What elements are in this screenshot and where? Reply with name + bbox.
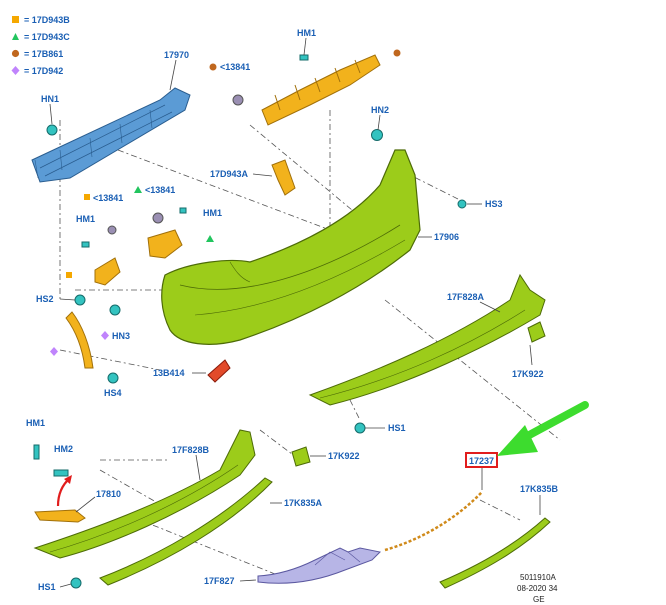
- marker-triangle-icon: [206, 235, 214, 242]
- fastener-hm1-low-icon: [33, 444, 40, 460]
- fastener-hn1-icon: [46, 124, 58, 136]
- marker-diamond-icon: [50, 347, 58, 356]
- label-hm1-low: HM1: [26, 418, 45, 428]
- label-17k835a: 17K835A: [284, 498, 323, 508]
- label-17f828b: 17F828B: [172, 445, 210, 455]
- part-labels: HM1 HN1 17970 <13841 HN2 HS3 17D943A <13…: [26, 28, 559, 592]
- left-bracket-lower[interactable]: [94, 257, 121, 286]
- lower-cover-17f827[interactable]: [257, 547, 382, 584]
- legend-item-4: = 17D942: [24, 66, 63, 76]
- fastener-hs4-icon: [107, 372, 119, 384]
- legend-item-2: = 17D943C: [24, 32, 70, 42]
- part-17810[interactable]: [34, 509, 86, 523]
- nut-13841-left-icon: [107, 225, 117, 235]
- highlight-box: [465, 452, 498, 468]
- marker-circle-icon: [209, 63, 217, 71]
- fastener-hn2-icon: [371, 129, 383, 141]
- highlight-17237[interactable]: 17237: [465, 452, 498, 468]
- fastener-hm1-top-icon: [299, 54, 309, 61]
- red-reflector[interactable]: [207, 359, 231, 383]
- legend-circle-icon: [11, 49, 20, 58]
- label-13841-top: <13841: [220, 62, 250, 72]
- footer-date: 08-2020 34: [517, 584, 558, 593]
- green-arrow-icon: [497, 401, 589, 456]
- label-17f827: 17F827: [204, 576, 235, 586]
- label-hm2: HM2: [54, 444, 73, 454]
- trim-strip-17237[interactable]: [384, 491, 483, 552]
- marker-diamond-icon: [101, 331, 109, 340]
- fastener-hs2-icon: [74, 294, 86, 306]
- diagram-markers: [50, 49, 401, 356]
- assembly-lines: [59, 110, 561, 581]
- diffuser-17f828a[interactable]: [308, 273, 546, 406]
- label-hs3: HS3: [485, 199, 503, 209]
- left-bracket-upper[interactable]: [147, 229, 183, 259]
- nut-13841-top-icon: [232, 94, 244, 106]
- label-17f828a: 17F828A: [447, 292, 485, 302]
- fastener-hs1-mid-icon: [354, 422, 366, 434]
- legend-item-3: = 17B861: [24, 49, 63, 59]
- marker-square-icon: [84, 194, 90, 200]
- clip-17k922-right[interactable]: [527, 321, 546, 343]
- marker-circle-icon: [393, 49, 401, 57]
- label-13b414: 13B414: [153, 368, 185, 378]
- legend-square-icon: [12, 16, 19, 23]
- strip-17k835b[interactable]: [439, 517, 551, 589]
- marker-square-icon: [66, 272, 72, 278]
- fastener-hm1-left-icon: [81, 241, 90, 248]
- leader-lines: [49, 37, 541, 588]
- label-17237: 17237: [469, 456, 494, 466]
- side-bracket-17d943a[interactable]: [271, 159, 296, 196]
- footer-region: GE: [533, 595, 545, 604]
- fastener-hn3-icon: [109, 304, 121, 316]
- label-17970: 17970: [164, 50, 189, 60]
- upper-bracket[interactable]: [261, 54, 381, 126]
- label-hs1-low: HS1: [38, 582, 56, 592]
- nut-13841-mid-icon: [152, 212, 164, 224]
- footer-code: 5011910A: [520, 573, 557, 582]
- label-hn3: HN3: [112, 331, 130, 341]
- label-13841-square: <13841: [93, 193, 123, 203]
- fastener-hm2-icon: [53, 469, 69, 477]
- label-17k922-mid: 17K922: [328, 451, 360, 461]
- label-hm1-left: HM1: [76, 214, 95, 224]
- label-17k835b: 17K835B: [520, 484, 559, 494]
- label-hm1-top: HM1: [297, 28, 316, 38]
- label-hs1-mid: HS1: [388, 423, 406, 433]
- fastener-hs3-icon: [457, 199, 467, 209]
- red-arrowhead-icon: [64, 475, 72, 484]
- legend-triangle-icon: [12, 33, 19, 40]
- label-hs4: HS4: [104, 388, 122, 398]
- diffuser-17f828b[interactable]: [33, 429, 256, 559]
- label-hs2: HS2: [36, 294, 54, 304]
- diagram-footer: 5011910A 08-2020 34 GE: [517, 573, 558, 604]
- label-hn1: HN1: [41, 94, 59, 104]
- label-17k922-right: 17K922: [512, 369, 544, 379]
- fasteners: [33, 54, 467, 589]
- marker-triangle-icon: [134, 186, 142, 193]
- label-hm1-mid: HM1: [203, 208, 222, 218]
- label-17d943a: 17D943A: [210, 169, 249, 179]
- left-curved-strip[interactable]: [65, 311, 94, 369]
- clip-17k922-mid[interactable]: [291, 446, 311, 467]
- fastener-hm1-mid-icon: [179, 207, 187, 214]
- legend-item-1: = 17D943B: [24, 15, 70, 25]
- strip-17k835a[interactable]: [99, 477, 273, 586]
- label-13841-triangle: <13841: [145, 185, 175, 195]
- bumper-beam[interactable]: [31, 87, 191, 183]
- label-17810: 17810: [96, 489, 121, 499]
- legend-diamond-icon: [11, 66, 20, 75]
- legend: = 17D943B = 17D943C = 17B861 = 17D942: [11, 15, 70, 76]
- bumper-cover[interactable]: [161, 149, 421, 345]
- fastener-hs1-low-icon: [70, 577, 82, 589]
- label-17906: 17906: [434, 232, 459, 242]
- label-hn2: HN2: [371, 105, 389, 115]
